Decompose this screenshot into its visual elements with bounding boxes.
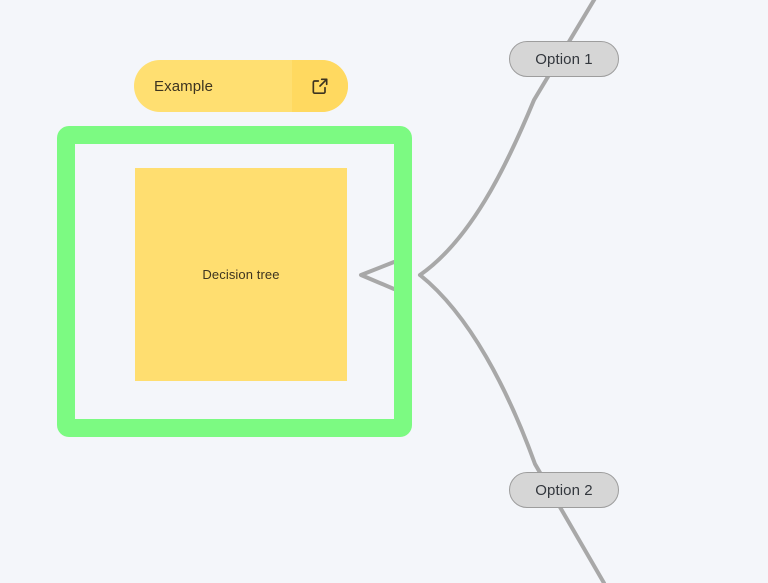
example-pill[interactable]: Example xyxy=(134,60,348,112)
option-2-pill[interactable]: Option 2 xyxy=(509,472,619,508)
decision-tree-node-label: Decision tree xyxy=(202,267,280,282)
edge-to-option-2 xyxy=(418,273,606,583)
edge-to-option-1 xyxy=(418,0,597,277)
option-2-label: Option 2 xyxy=(535,481,593,499)
external-link-button[interactable] xyxy=(292,60,348,112)
chevron-left-arrowhead xyxy=(359,260,396,291)
example-pill-label: Example xyxy=(154,77,214,95)
option-1-label: Option 1 xyxy=(535,50,593,68)
external-link-icon xyxy=(310,76,330,96)
option-1-pill[interactable]: Option 1 xyxy=(509,41,619,77)
decision-tree-node[interactable]: Decision tree xyxy=(135,168,347,381)
selection-frame[interactable] xyxy=(57,126,412,437)
